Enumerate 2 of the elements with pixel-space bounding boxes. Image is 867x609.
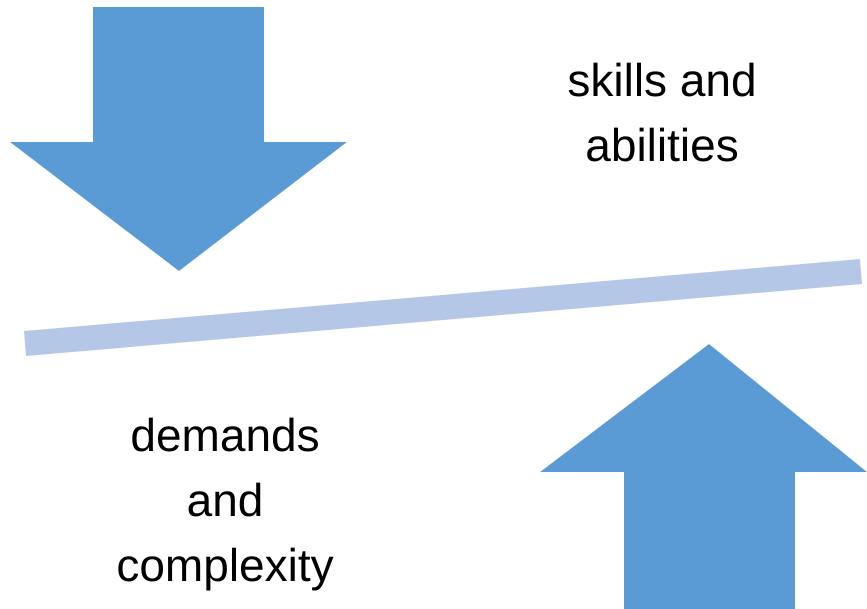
label-text: skills and abilities — [566, 53, 758, 173]
label-text: demands and complexity — [115, 408, 335, 593]
